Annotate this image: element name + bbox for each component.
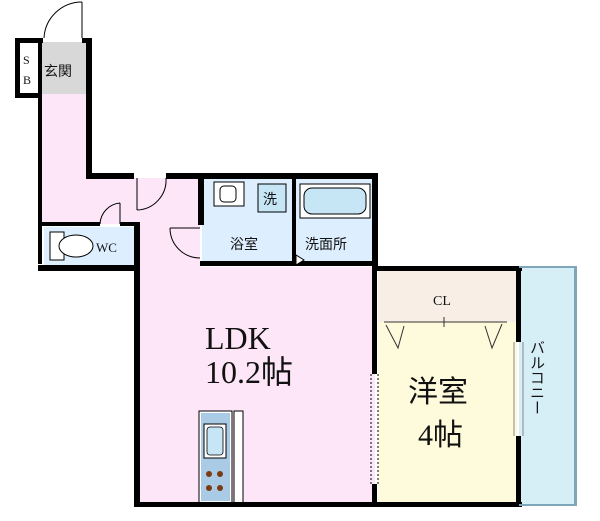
washroom-arrow: [295, 254, 305, 266]
western-room-floor: [378, 322, 517, 504]
washer-label: 洗: [263, 192, 277, 208]
kitchen-counter: [198, 410, 244, 504]
western-name-label: 洋室: [408, 375, 468, 410]
stove-burners: [206, 471, 223, 491]
entrance-door: [43, 1, 83, 39]
floor-fills: [19, 42, 577, 506]
closet-label: CL: [433, 294, 451, 309]
balcony-label: バルコニー: [528, 340, 546, 415]
balcony-floor: [519, 268, 577, 506]
sb-label-line1: S: [23, 53, 30, 67]
toilet-fixture: [49, 231, 94, 261]
ldk-entry-door: [136, 177, 167, 211]
genkan-label: 玄関: [44, 63, 72, 80]
labels: S B 玄関 WC 浴室 洗面所 洗 LDK 10.2帖 CL 洋室 4帖 バル…: [23, 53, 546, 452]
bathtub-fixture: [299, 183, 371, 219]
closet-floor: [378, 269, 517, 322]
washroom-door: [169, 227, 201, 259]
sb-label-line2: B: [23, 73, 31, 87]
wc-label: WC: [96, 240, 117, 255]
balcony-window: [513, 342, 524, 436]
bath-sink-fixture: [213, 181, 245, 207]
washer-box: [257, 183, 287, 213]
ldk-floor: [137, 178, 375, 504]
genkan-floor: [41, 42, 88, 94]
hallway-floor: [41, 92, 137, 224]
fixtures: [49, 181, 507, 504]
walls: [15, 38, 577, 507]
western-size-label: 4帖: [418, 419, 463, 452]
ldk-size-label: 10.2帖: [205, 354, 293, 390]
doors: [43, 1, 524, 484]
closet-rod: [384, 317, 507, 350]
bath-label: 浴室: [230, 236, 258, 253]
shoe-box: [19, 42, 41, 94]
ldk-name-label: LDK: [205, 320, 271, 356]
wc-door: [99, 202, 121, 225]
washroom-label: 洗面所: [305, 237, 347, 253]
